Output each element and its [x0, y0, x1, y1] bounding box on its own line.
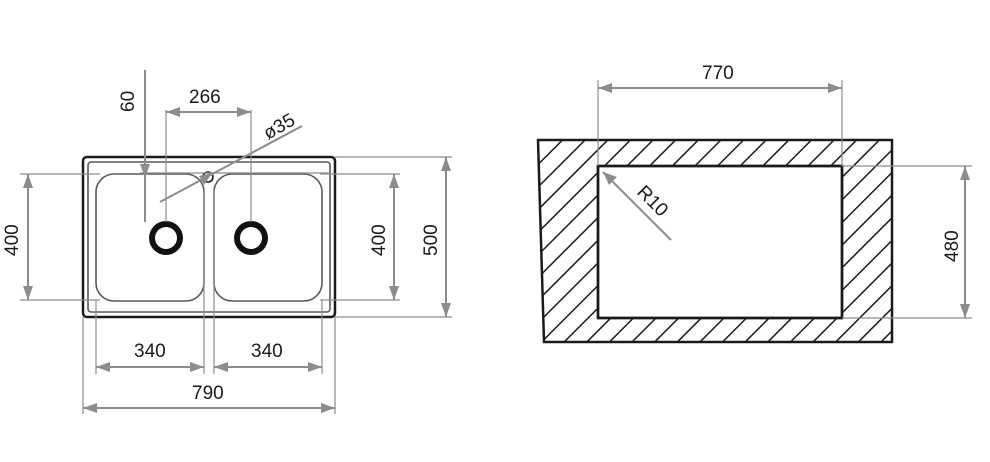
sink-width-label: 790 — [192, 383, 224, 404]
cutout-view: 770 480 R10 — [536, 63, 972, 344]
sink-depth-label: 500 — [421, 224, 442, 256]
left-drain — [149, 221, 183, 255]
bowl-height-right-label: 400 — [369, 224, 390, 256]
cutout-opening — [596, 164, 844, 320]
corner-radius-label: R10 — [632, 182, 671, 221]
cutout-height-label: 480 — [942, 230, 963, 262]
sink-outer-rim — [81, 155, 337, 319]
drain-offset-label: 60 — [118, 91, 139, 112]
bowl-height-left-label: 400 — [2, 224, 23, 256]
tap-hole-diameter-label: ø35 — [260, 110, 299, 145]
drain-spacing-label: 266 — [189, 87, 221, 108]
sink-top-view: 60 266 ø35 400 400 500 340 340 790 — [2, 70, 452, 414]
right-drain — [234, 221, 268, 255]
countertop-hatch — [536, 138, 894, 344]
sink-inner-rim — [87, 161, 331, 313]
cutout-width-label: 770 — [702, 63, 734, 84]
right-bowl — [213, 173, 323, 302]
bowl-width-left-label: 340 — [134, 341, 166, 362]
bowl-width-right-label: 340 — [251, 341, 283, 362]
